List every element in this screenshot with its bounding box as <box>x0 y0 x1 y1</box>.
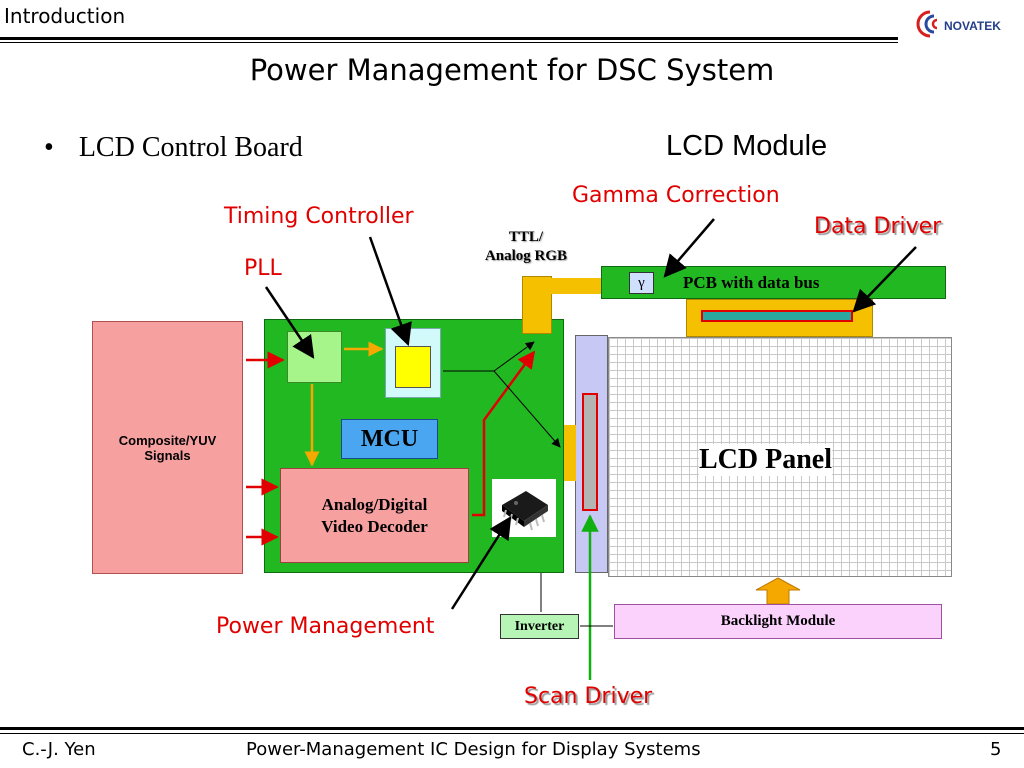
lcd-panel <box>608 337 952 577</box>
composite-line2: Signals <box>144 447 191 463</box>
bullet-item: • LCD Control Board <box>44 132 303 164</box>
footer-page-number: 5 <box>990 739 1002 760</box>
scan-driver-chip <box>582 393 598 511</box>
ttl-label: TTL/ Analog RGB <box>468 228 584 266</box>
pll-block <box>287 331 342 383</box>
header-rule-thin <box>0 42 898 43</box>
section-title: Introduction <box>4 4 126 28</box>
decoder-line1: Analog/Digital <box>321 494 428 514</box>
ttl-connector-horizontal <box>551 278 603 294</box>
novatek-logo: NOVATEK <box>910 6 1020 42</box>
video-decoder-block: Analog/Digital Video Decoder <box>280 468 469 563</box>
pcb-label: PCB with data bus <box>683 273 820 292</box>
header-rule-thick <box>0 37 898 40</box>
bullet-text: LCD Control Board <box>78 132 303 163</box>
backlight-module: Backlight Module <box>614 604 942 639</box>
up-arrow-icon <box>755 577 801 605</box>
footer-rule-thick <box>0 727 1024 730</box>
footer-rule-thin <box>0 733 1024 734</box>
power-management-label: Power Management <box>216 614 435 639</box>
timing-controller-label: Timing Controller <box>224 204 414 229</box>
inverter-block: Inverter <box>500 614 579 639</box>
footer-author: C.-J. Yen <box>22 739 96 760</box>
scan-driver-label: Scan Driver <box>524 684 653 709</box>
mcu-block: MCU <box>341 419 438 459</box>
data-driver-chip <box>701 310 853 322</box>
gamma-correction-label: Gamma Correction <box>572 183 780 208</box>
module-title: LCD Module <box>666 130 828 162</box>
ttl-connector-vertical <box>522 276 552 334</box>
composite-line1: Composite/YUV <box>118 432 217 448</box>
data-driver-label: Data Driver <box>814 214 942 239</box>
timing-controller-chip <box>395 346 431 388</box>
lcd-panel-label: LCD Panel <box>699 444 832 476</box>
power-ic-chip-icon <box>502 491 548 531</box>
ttl-label-line1: TTL/ <box>508 229 544 245</box>
logo-text: NOVATEK <box>944 19 1001 33</box>
page-title: Power Management for DSC System <box>249 53 775 87</box>
pll-label: PLL <box>244 256 282 281</box>
novatek-logo-icon <box>916 10 938 38</box>
scan-connector <box>564 425 576 481</box>
ttl-label-line2: Analog RGB <box>484 248 568 264</box>
gamma-symbol-box: γ <box>629 272 654 294</box>
bullet-marker: • <box>44 132 54 163</box>
composite-yuv-signals-block: Composite/YUV Signals <box>92 321 243 574</box>
footer-course: Power-Management IC Design for Display S… <box>246 739 701 760</box>
power-ic-image <box>492 479 556 537</box>
decoder-line2: Video Decoder <box>321 516 428 536</box>
backlight-arrow <box>754 577 802 605</box>
